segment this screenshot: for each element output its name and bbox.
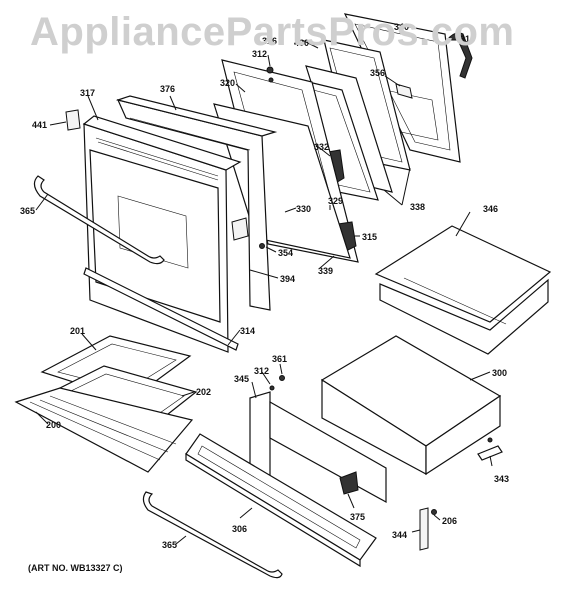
part-354-screw [259, 243, 265, 249]
part-314-bottom-trim [83, 267, 239, 351]
part-376-door-frame [115, 95, 278, 311]
callout-318: 318 [460, 34, 475, 44]
part-312-screw-top [266, 66, 274, 83]
callout-354: 354 [278, 248, 293, 258]
callout-365-lower: 365 [162, 540, 177, 550]
art-number: (ART NO. WB13327 C) [28, 563, 123, 573]
leader-lines [35, 39, 493, 545]
callout-316: 316 [262, 36, 277, 46]
callout-343: 343 [494, 474, 509, 484]
callout-202: 202 [196, 387, 211, 397]
part-361-screw [279, 375, 285, 381]
part-312-screw-lower [269, 385, 275, 391]
callout-356: 356 [370, 68, 385, 78]
callout-346: 346 [483, 204, 498, 214]
callout-332: 332 [314, 142, 329, 152]
callout-344: 344 [392, 530, 407, 540]
part-200-oven-rack [14, 387, 194, 473]
callout-317: 317 [80, 88, 95, 98]
part-318-door-gasket [445, 32, 473, 79]
callout-312-lower: 312 [254, 366, 269, 376]
part-346-drawer-liner [374, 225, 552, 355]
watermark: AppliancePartsPros.com [30, 10, 515, 54]
callout-312-upper: 312 [252, 49, 267, 59]
part-206-screw [431, 509, 437, 515]
callout-320: 320 [220, 78, 235, 88]
part-343-drawer-roller [477, 437, 503, 461]
callout-329: 329 [328, 196, 343, 206]
callout-340: 340 [394, 22, 409, 32]
callout-labels: 340 318 316 312 400 356 320 376 317 441 … [20, 22, 509, 550]
callout-365-upper: 365 [20, 206, 35, 216]
part-441-latch [65, 109, 81, 131]
callout-330: 330 [296, 204, 311, 214]
callout-201: 201 [70, 326, 85, 336]
part-394-side-bracket [231, 217, 249, 241]
callout-206: 206 [442, 516, 457, 526]
part-365-door-handle [33, 175, 165, 265]
part-356-bracket [395, 83, 413, 99]
part-317-outer-door [82, 115, 242, 353]
part-344-rail [419, 507, 429, 551]
callout-306: 306 [232, 524, 247, 534]
part-306-drawer-front [185, 433, 377, 568]
part-300-drawer-body [320, 335, 502, 476]
callout-315: 315 [362, 232, 377, 242]
callout-339: 339 [318, 266, 333, 276]
callout-375: 375 [350, 512, 365, 522]
callout-314: 314 [240, 326, 255, 336]
callout-394: 394 [280, 274, 295, 284]
callout-200: 200 [46, 420, 61, 430]
part-365-drawer-handle [142, 491, 283, 579]
callout-441: 441 [32, 120, 47, 130]
part-375-bracket [339, 471, 359, 495]
callout-338: 338 [410, 202, 425, 212]
callout-400: 400 [294, 38, 309, 48]
callout-361: 361 [272, 354, 287, 364]
callout-345: 345 [234, 374, 249, 384]
callout-376: 376 [160, 84, 175, 94]
callout-300: 300 [492, 368, 507, 378]
